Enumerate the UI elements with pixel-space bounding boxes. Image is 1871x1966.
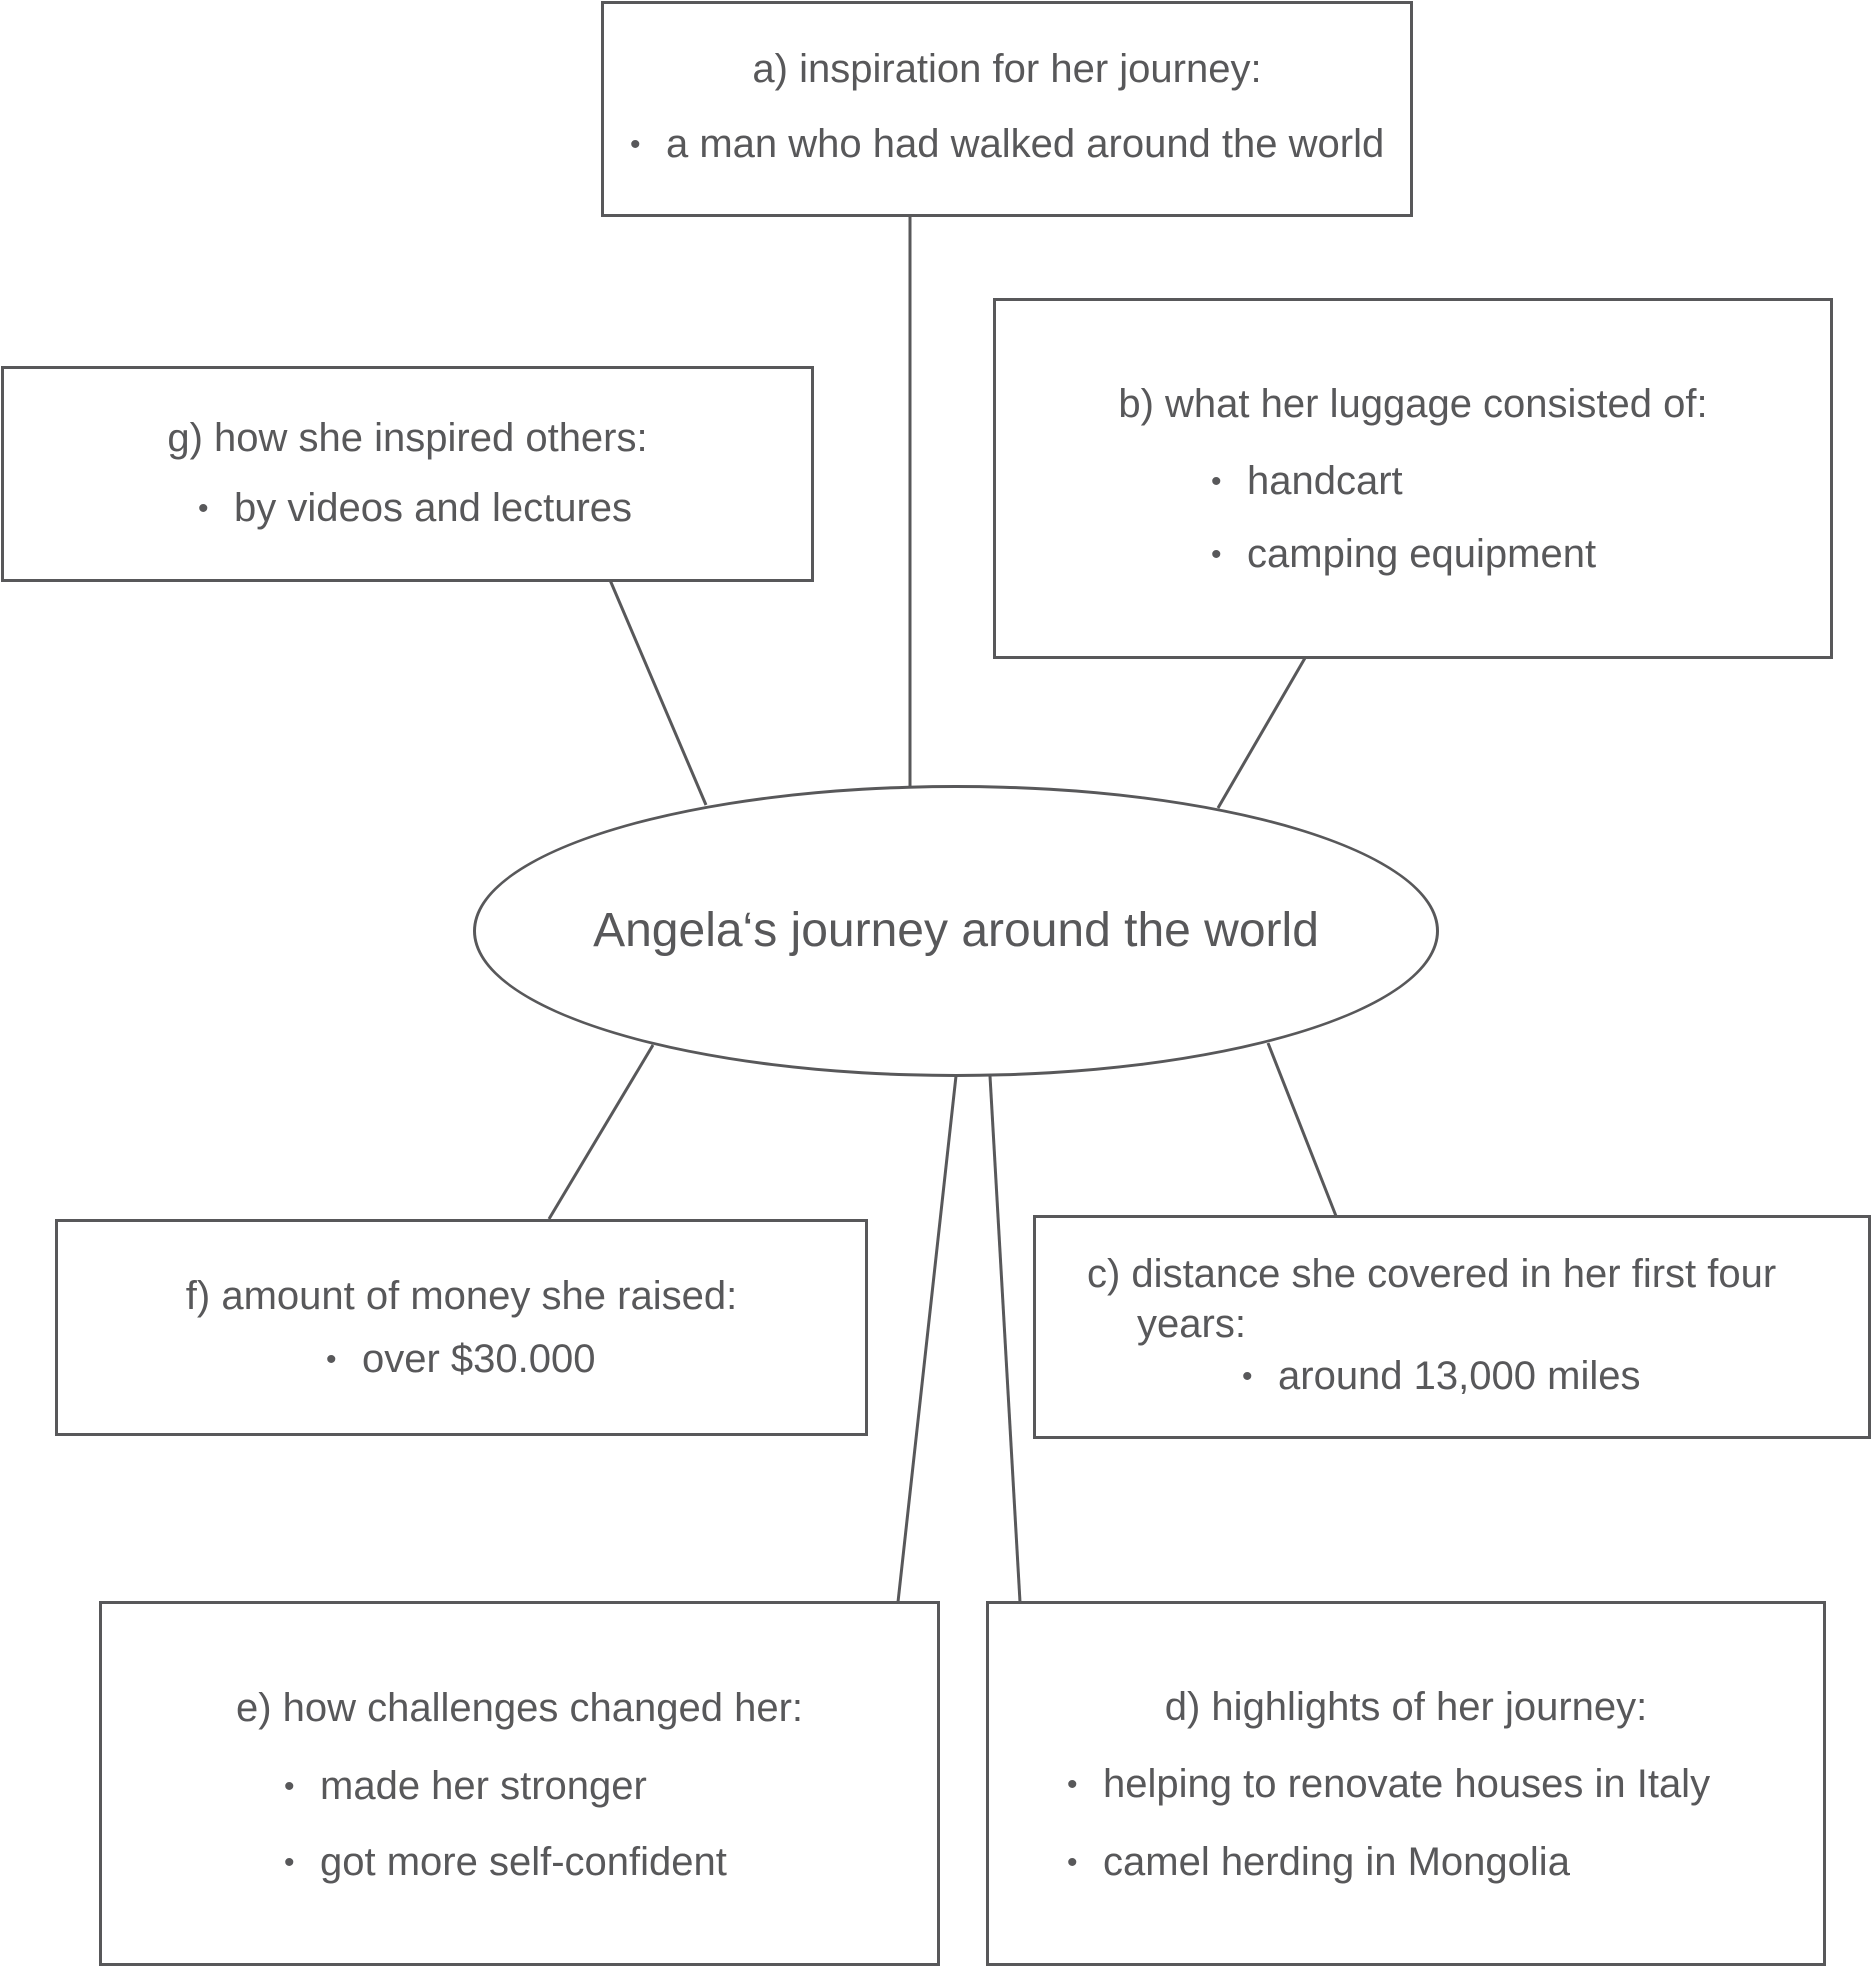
topic-box-d: d) highlights of her journey: helping to…: [986, 1601, 1826, 1966]
central-topic-title: Angela‘s journey around the world: [593, 904, 1319, 957]
topic-item-b-1: handcart: [1211, 458, 1403, 505]
topic-title-a: a) inspiration for her journey:: [752, 47, 1262, 91]
connector-f: [547, 1044, 655, 1220]
connector-d: [988, 1075, 1022, 1603]
topic-item-b-2: camping equipment: [1211, 531, 1596, 578]
topic-item-c-1: around 13,000 miles: [1242, 1353, 1640, 1400]
topic-box-b: b) what her luggage consisted of: handca…: [993, 298, 1833, 659]
topic-title-c-line2: years:: [1137, 1302, 1246, 1346]
topic-title-f: f) amount of money she raised:: [185, 1274, 738, 1318]
topic-box-g: g) how she inspired others: by videos an…: [1, 366, 814, 582]
connector-c: [1266, 1042, 1338, 1217]
topic-title-d: d) highlights of her journey:: [1164, 1685, 1648, 1729]
topic-item-d-2: camel herding in Mongolia: [1067, 1839, 1570, 1886]
topic-item-e-1: made her stronger: [284, 1763, 647, 1810]
topic-box-c: c) distance she covered in her first fou…: [1033, 1215, 1871, 1439]
connector-b: [1216, 657, 1307, 809]
topic-item-e-2: got more self-confident: [284, 1839, 727, 1886]
topic-title-e: e) how challenges changed her:: [235, 1686, 804, 1730]
topic-title-c-line1: c) distance she covered in her first fou…: [1087, 1252, 1777, 1296]
topic-item-g-1: by videos and lectures: [198, 485, 632, 532]
connector-e: [896, 1075, 958, 1603]
topic-box-a: a) inspiration for her journey: a man wh…: [601, 1, 1413, 217]
topic-item-f-1: over $30.000: [326, 1336, 596, 1383]
topic-title-b: b) what her luggage consisted of:: [1118, 382, 1708, 426]
topic-box-f: f) amount of money she raised: over $30.…: [55, 1219, 868, 1436]
topic-item-d-1: helping to renovate houses in Italy: [1067, 1761, 1710, 1808]
topic-box-e: e) how challenges changed her: made her …: [99, 1601, 940, 1966]
central-topic: Angela‘s journey around the world: [473, 785, 1439, 1077]
topic-item-a-1: a man who had walked around the world: [630, 121, 1384, 168]
connector-g: [608, 579, 708, 806]
topic-title-g: g) how she inspired others:: [167, 416, 648, 460]
